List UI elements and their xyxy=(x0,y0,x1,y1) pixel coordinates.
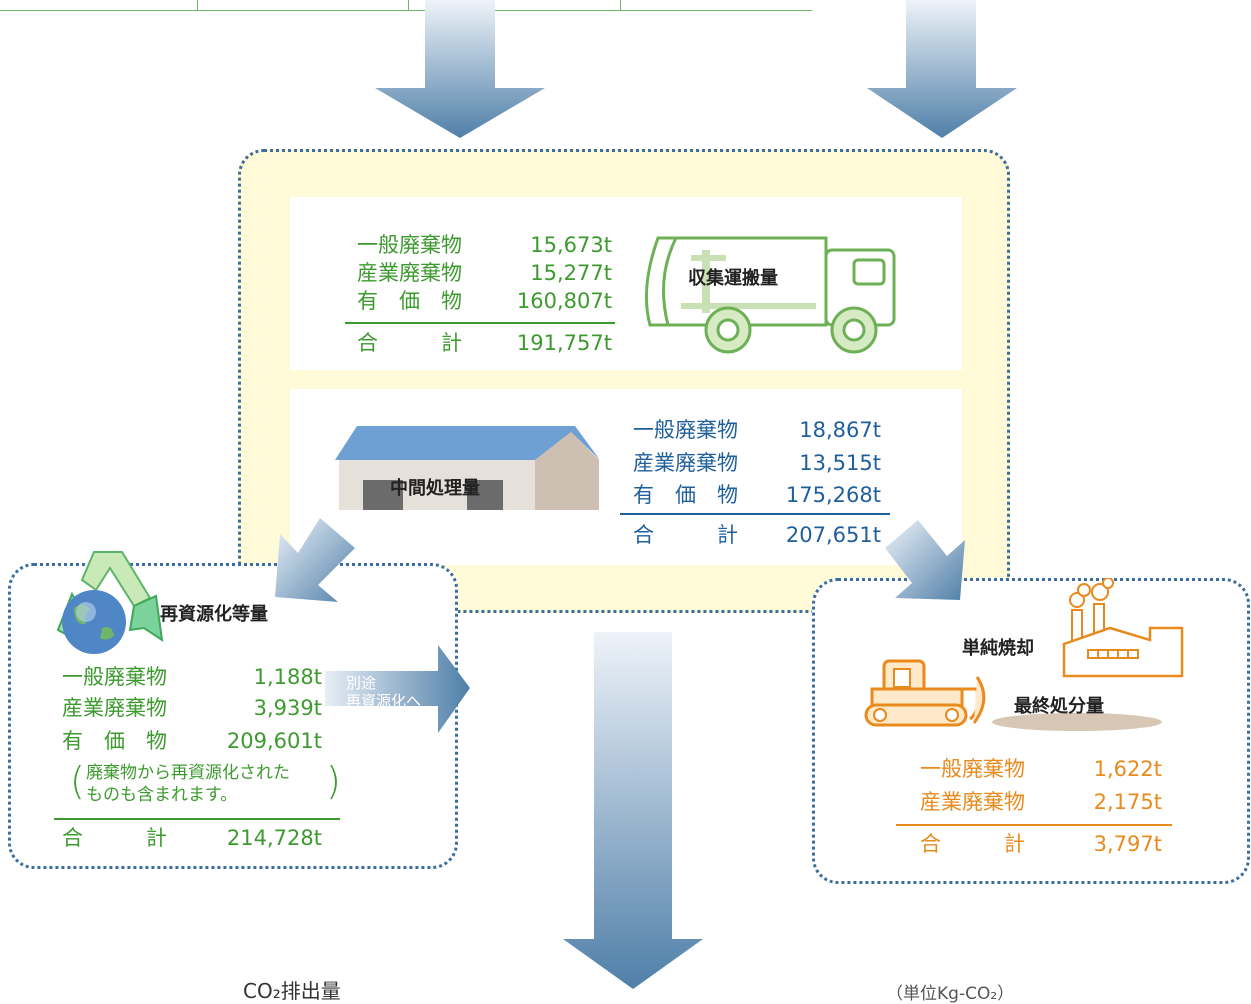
arrow-label-line: 別途 xyxy=(346,674,377,692)
intermediate-title: 中間処理量 xyxy=(390,478,480,499)
recycle-globe-icon xyxy=(56,551,164,654)
garbage-truck-icon xyxy=(644,236,896,354)
row-value: 1,188t xyxy=(253,665,322,689)
recycling-note: 廃棄物から再資源化された ものも含まれます。 xyxy=(86,762,290,806)
row-value: 175,268t xyxy=(785,483,881,507)
row-value: 13,515t xyxy=(799,451,881,475)
arrow-separate-recycling xyxy=(325,645,470,733)
collection-title: 収集運搬量 xyxy=(688,268,778,289)
total-value: 191,757t xyxy=(516,331,612,355)
separate-recycling-label: 別途 再資源化へ xyxy=(346,674,421,710)
total-value: 214,728t xyxy=(226,826,322,850)
recycling-total-rule xyxy=(54,818,340,820)
total-value: 3,797t xyxy=(1093,832,1162,856)
table-divider xyxy=(408,0,409,10)
row-label: 一般廃棄物 xyxy=(633,418,738,442)
warehouse-icon xyxy=(335,426,600,510)
row-label: 有 価 物 xyxy=(62,729,167,753)
arrow-label-line: 再資源化へ xyxy=(346,692,422,710)
row-label: 産業廃棄物 xyxy=(920,790,1025,814)
factory-icon xyxy=(1062,578,1184,678)
total-label: 合 計 xyxy=(357,331,462,355)
final-total-rule xyxy=(896,824,1172,826)
row-label: 産業廃棄物 xyxy=(62,696,167,720)
row-label: 一般廃棄物 xyxy=(920,757,1025,781)
row-value: 18,867t xyxy=(799,418,881,442)
co2-label: CO₂排出量 xyxy=(243,979,341,1003)
total-label: 合 計 xyxy=(920,832,1025,856)
row-value: 1,622t xyxy=(1093,757,1162,781)
top-table-fragment xyxy=(0,0,812,11)
table-divider xyxy=(620,0,621,10)
row-value: 15,673t xyxy=(530,233,612,257)
collection-total-rule xyxy=(345,322,615,324)
arrow-down-bottom xyxy=(563,632,703,989)
row-value: 3,939t xyxy=(253,696,322,720)
arrow-to-recycling xyxy=(275,518,355,602)
table-divider xyxy=(197,0,198,10)
note-line: 廃棄物から再資源化された xyxy=(86,763,290,783)
bulldozer-icon xyxy=(864,659,1162,731)
row-value: 209,601t xyxy=(226,729,322,753)
arrow-to-final-disposal xyxy=(885,520,965,600)
intermediate-total-rule xyxy=(620,513,890,515)
note-line: ものも含まれます。 xyxy=(86,785,238,805)
recycling-note-close-paren: ) xyxy=(326,759,341,803)
recycling-note-open-paren: ( xyxy=(70,759,85,803)
row-label: 一般廃棄物 xyxy=(357,233,462,257)
row-label: 有 価 物 xyxy=(357,289,462,313)
total-value: 207,651t xyxy=(785,523,881,547)
recycling-title: 再資源化等量 xyxy=(160,604,268,625)
row-value: 160,807t xyxy=(516,289,612,313)
arrow-down-left xyxy=(375,0,545,138)
final-disposal-title: 最終処分量 xyxy=(1014,696,1104,717)
row-label: 産業廃棄物 xyxy=(633,451,738,475)
row-label: 一般廃棄物 xyxy=(62,665,167,689)
row-value: 15,277t xyxy=(530,261,612,285)
arrow-down-right xyxy=(867,0,1017,138)
total-label: 合 計 xyxy=(62,826,167,850)
unit-note: （単位Kg-CO₂） xyxy=(886,984,1015,1004)
total-label: 合 計 xyxy=(633,523,738,547)
row-label: 有 価 物 xyxy=(633,483,738,507)
row-value: 2,175t xyxy=(1093,790,1162,814)
incineration-title: 単純焼却 xyxy=(962,638,1034,659)
row-label: 産業廃棄物 xyxy=(357,261,462,285)
